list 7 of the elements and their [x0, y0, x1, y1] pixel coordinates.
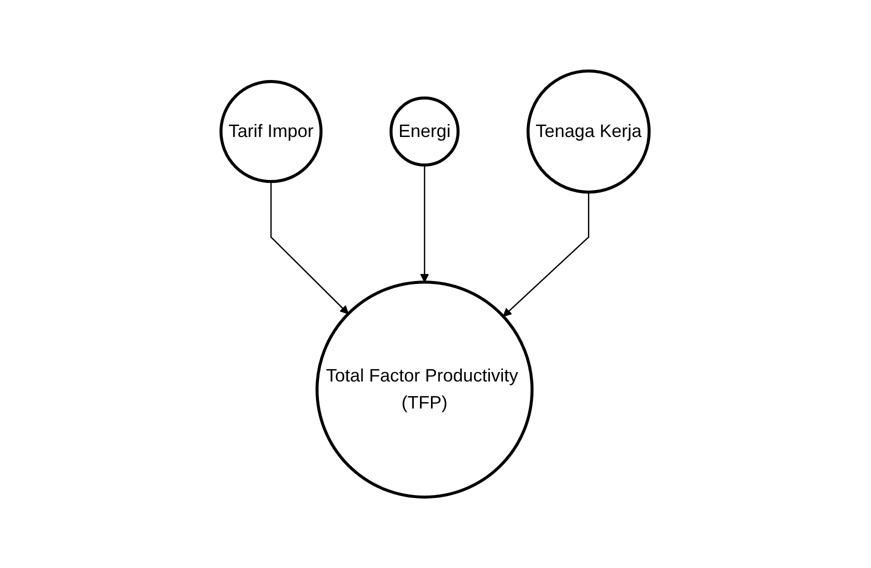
node-circle: Tarif Impor — [220, 80, 323, 183]
arrow — [270, 182, 350, 314]
node-circle: Energi — [390, 96, 460, 166]
node-circle: Tenaga Kerja — [526, 69, 652, 194]
node-circle: Total Factor Productivity (TFP) — [316, 280, 534, 499]
arrow — [420, 165, 430, 282]
arrow — [503, 192, 590, 317]
